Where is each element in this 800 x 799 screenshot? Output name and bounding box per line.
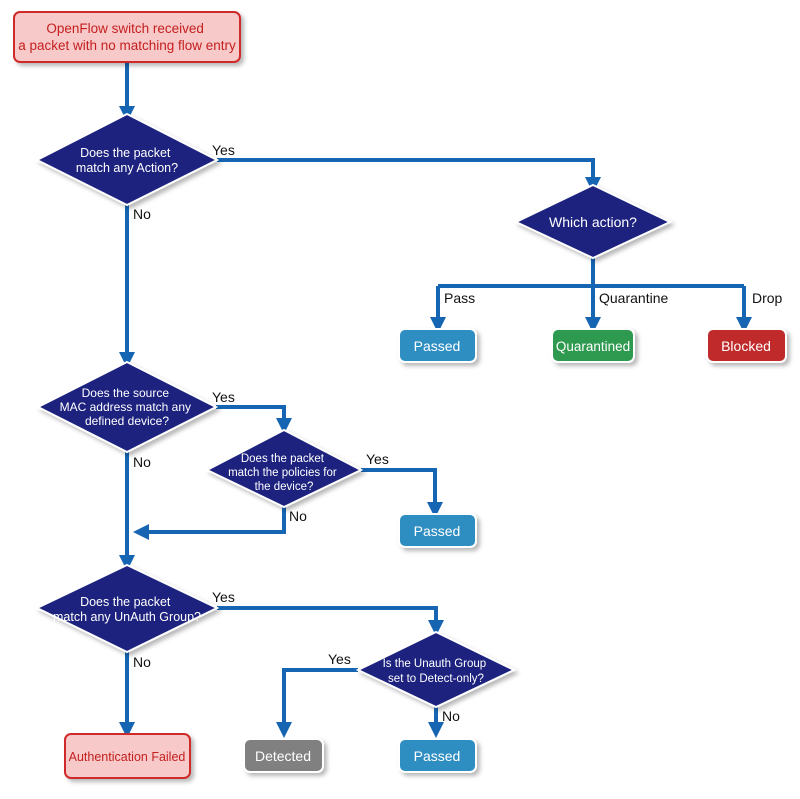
decision-mac-address: Does the source MAC address match any de…	[35, 360, 219, 454]
label-d4-no: No	[133, 654, 151, 670]
passed-policy-label: Passed	[414, 523, 461, 539]
edge-d4-yes	[217, 606, 444, 636]
result-passed-unauth: Passed	[398, 738, 477, 773]
svg-text:Is the Unauth Group set: Is the Unauth Group set to Detect-only?	[383, 658, 490, 685]
label-d3-no: No	[289, 508, 307, 524]
d2-line-1: Does the source	[82, 386, 170, 400]
label-pass: Pass	[444, 290, 475, 306]
label-d3-yes: Yes	[366, 451, 389, 467]
svg-text:Does the packet match th: Does the packet match the policies for t…	[228, 453, 340, 493]
d1-line-1: Does the packet	[80, 146, 171, 160]
label-drop: Drop	[752, 290, 783, 306]
d-action-line-1: Which action?	[549, 214, 637, 230]
d3-line-1: Does the packet	[241, 453, 325, 465]
d4-line-2: match any UnAuth Group?	[53, 610, 201, 624]
result-blocked: Blocked	[706, 328, 787, 363]
decision-unauth-group: Does the packet match any UnAuth Group?	[34, 563, 220, 654]
result-authentication-failed: Authentication Failed	[64, 733, 191, 779]
result-detected: Detected	[243, 738, 324, 773]
edge-d1-yes	[217, 158, 601, 193]
svg-text:Which action?: Which action?	[549, 214, 637, 230]
decision-match-action: Does the packet match any Action?	[34, 112, 220, 207]
d5-line-1: Is the Unauth Group	[383, 658, 487, 670]
label-d2-no: No	[133, 454, 151, 470]
blocked-label: Blocked	[721, 338, 771, 354]
d1-line-2: match any Action?	[76, 161, 178, 175]
svg-text:Does the source MAC addr: Does the source MAC address match any de…	[60, 386, 195, 428]
passed-action-label: Passed	[414, 338, 461, 354]
decision-which-action: Which action?	[513, 183, 673, 260]
label-d5-yes: Yes	[328, 651, 351, 667]
label-quarantine: Quarantine	[599, 290, 668, 306]
d2-line-3: defined device?	[85, 414, 169, 428]
edge-d5-yes	[276, 668, 358, 738]
svg-text:OpenFlow switch received: OpenFlow switch received a packet with n…	[18, 21, 236, 53]
start-line-1: OpenFlow switch received	[46, 21, 204, 36]
start-node: OpenFlow switch received a packet with n…	[13, 11, 241, 63]
result-quarantined: Quarantined	[551, 328, 635, 363]
label-d1-no: No	[133, 206, 151, 222]
auth-failed-label: Authentication Failed	[69, 750, 186, 764]
label-d1-yes: Yes	[212, 142, 235, 158]
d5-line-2: set to Detect-only?	[388, 673, 484, 685]
quarantined-label: Quarantined	[556, 339, 630, 354]
result-passed-action: Passed	[398, 328, 477, 363]
svg-text:Does the packet match an: Does the packet match any Action?	[76, 146, 178, 175]
decision-device-policies: Does the packet match the policies for t…	[204, 428, 364, 509]
svg-text:Does the packet match an: Does the packet match any UnAuth Group?	[53, 595, 201, 624]
start-line-2: a packet with no matching flow entry	[18, 38, 236, 53]
label-d2-yes: Yes	[212, 389, 235, 405]
d3-line-3: the device?	[255, 481, 314, 493]
d2-line-2: MAC address match any	[60, 400, 191, 414]
label-d4-yes: Yes	[212, 589, 235, 605]
result-passed-policy: Passed	[398, 513, 477, 548]
edge-d3-yes	[361, 468, 443, 518]
decision-detect-only: Is the Unauth Group set to Detect-only?	[355, 630, 517, 709]
detected-label: Detected	[255, 748, 311, 764]
d3-line-2: match the policies for	[228, 467, 337, 479]
label-d5-no: No	[442, 708, 460, 724]
edge-d3-no	[133, 507, 286, 540]
edge-d2-yes	[216, 405, 292, 434]
passed-unauth-label: Passed	[414, 748, 461, 764]
d4-line-1: Does the packet	[80, 595, 171, 609]
